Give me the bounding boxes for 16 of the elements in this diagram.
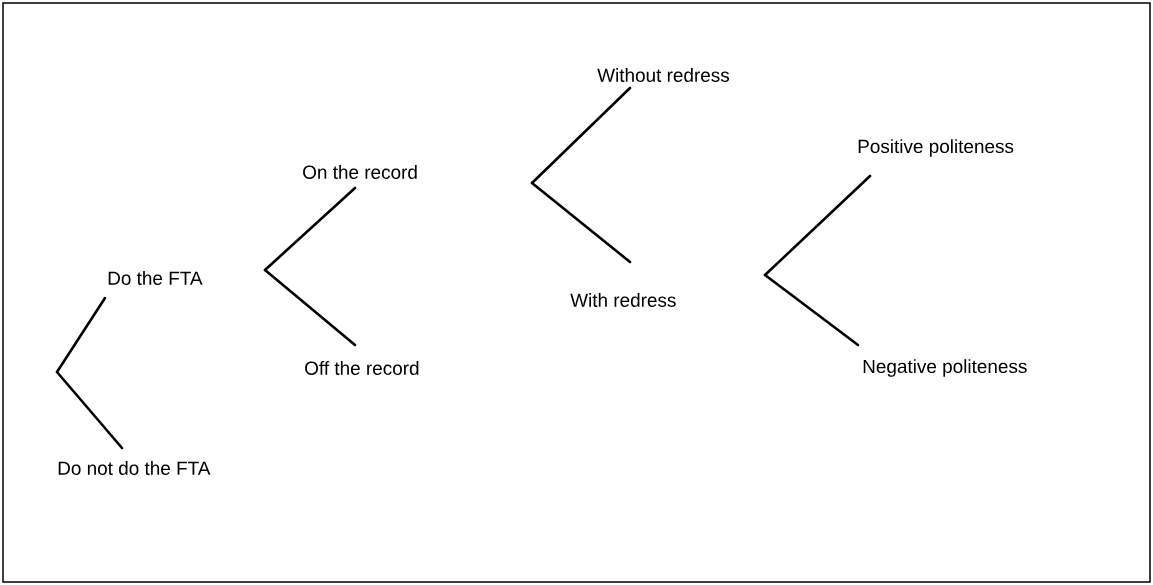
branch-line	[263, 268, 357, 347]
branch-line	[55, 370, 124, 450]
branch-line	[763, 273, 860, 347]
branch-line	[530, 86, 632, 185]
branch-line	[763, 174, 872, 277]
branch-label: Off the record	[305, 361, 419, 375]
branch-label: Positive politeness	[858, 139, 1014, 157]
branch-label: Without redress	[597, 68, 730, 82]
branch-line	[530, 181, 632, 264]
branch-label: On the record	[303, 165, 417, 179]
branch-line	[263, 186, 357, 272]
branch-label: With redress	[570, 293, 676, 307]
branch-label: Do the FTA	[108, 271, 203, 285]
branch-label: Negative politeness	[863, 359, 1027, 377]
branch-line	[55, 296, 107, 374]
branch-label: Do not do the FTA	[58, 461, 211, 475]
